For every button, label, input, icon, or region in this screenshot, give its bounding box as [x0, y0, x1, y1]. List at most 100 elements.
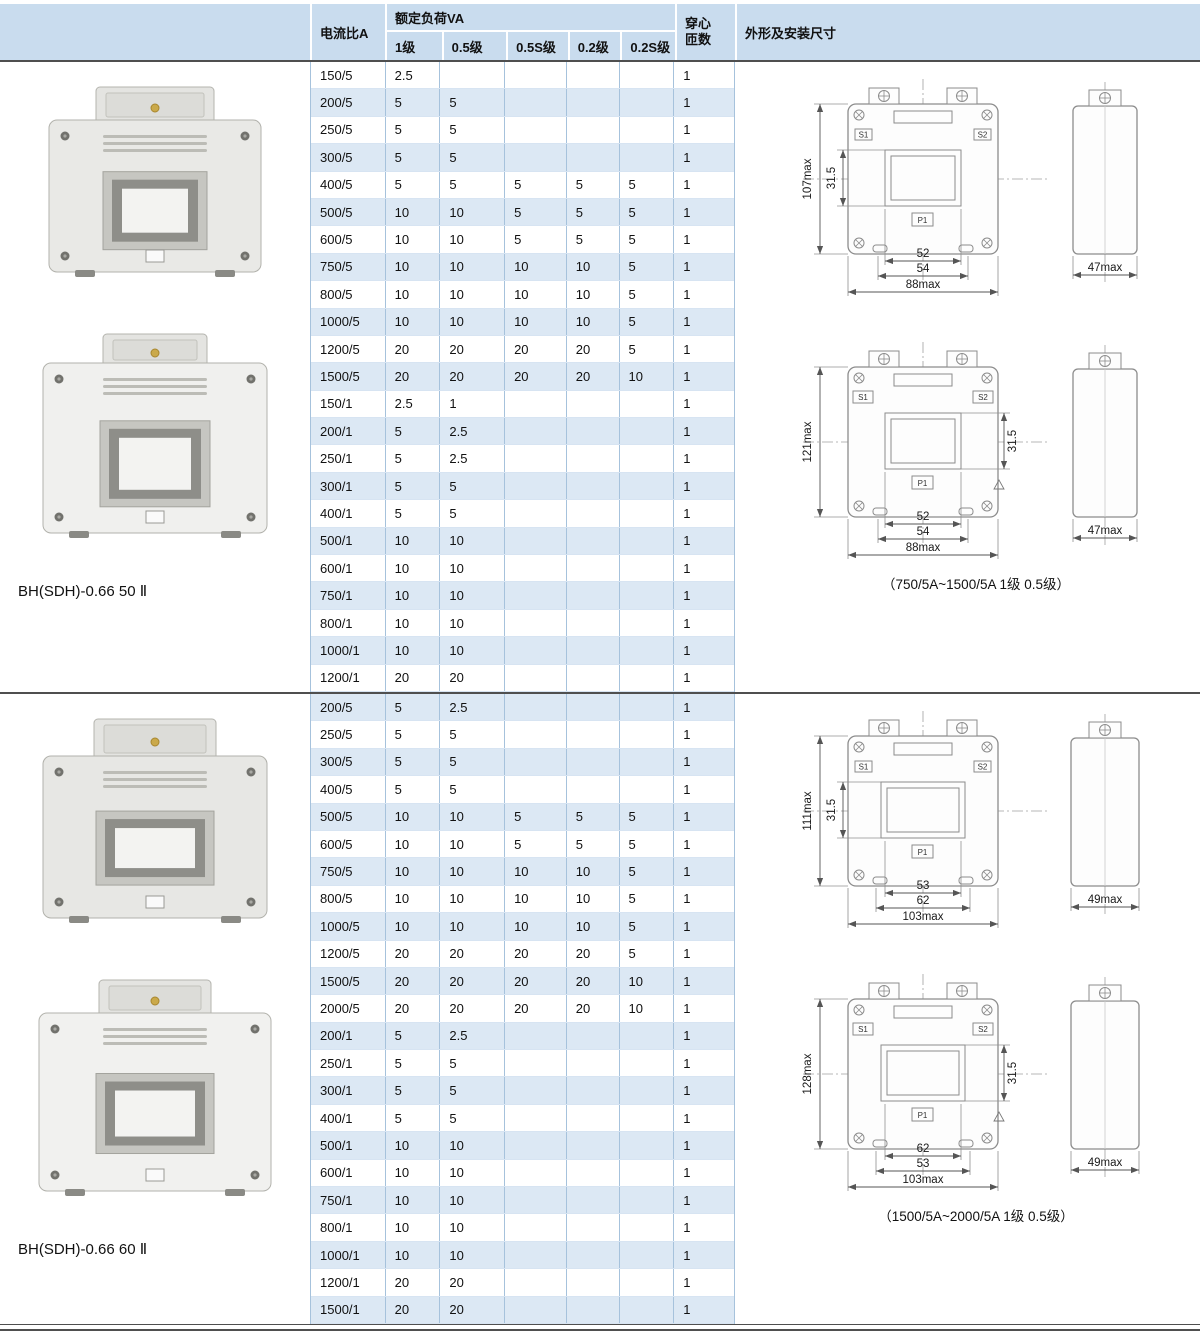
va-05-cell: 5	[440, 1104, 506, 1132]
va-02-cell	[567, 418, 620, 445]
va-02s-cell: 5	[620, 198, 675, 226]
va-1-cell: 10	[386, 527, 441, 555]
va-02s-cell: 5	[620, 308, 675, 335]
va-1-cell: 10	[386, 1241, 441, 1269]
va-02-cell: 5	[567, 803, 620, 830]
va-02s-cell	[620, 445, 675, 472]
va-02s-cell: 5	[620, 281, 675, 308]
va-02-cell	[567, 1241, 620, 1269]
va-1-cell: 5	[386, 445, 441, 472]
dim-height-label: 107max	[802, 158, 814, 199]
va-02s-cell	[620, 1022, 675, 1050]
va-05s-cell	[505, 1022, 567, 1050]
ratio-cell: 800/1	[311, 1214, 386, 1241]
ratio-cell: 200/1	[311, 418, 386, 445]
turns-cell: 1	[683, 1110, 691, 1126]
va-05s-cell	[505, 390, 567, 418]
va-1-cell: 20	[386, 363, 441, 390]
va-1-cell: 2.5	[386, 62, 441, 89]
va-05s-cell	[505, 472, 567, 500]
va-05s-cell	[505, 1077, 567, 1104]
turns-cell: 1	[683, 1192, 691, 1208]
va-05s-cell: 5	[505, 803, 567, 830]
dim-mid-label: 53	[916, 1158, 929, 1170]
va-02-cell	[567, 582, 620, 609]
terminal-p1-label: P1	[917, 216, 927, 225]
va-02-cell	[567, 116, 620, 144]
va-02s-cell: 5	[620, 940, 675, 967]
va-05s-cell	[505, 1104, 567, 1132]
va-05-cell: 20	[440, 335, 506, 363]
ratio-cell: 1500/5	[311, 967, 386, 995]
dim-outer-label: 88max	[905, 542, 940, 554]
dim-inner-label: 52	[916, 248, 929, 260]
va-05-cell: 20	[440, 1296, 506, 1323]
va-05s-cell	[505, 555, 567, 582]
dim-mid-label: 54	[916, 526, 929, 538]
va-02s-cell: 10	[620, 995, 675, 1022]
table-header: 电流比A 额定负荷VA 1级 0.5级 0.5S级 0.2级 0.2S级 穿心 …	[0, 4, 1200, 60]
ratio-cell: 600/1	[311, 1159, 386, 1187]
va-02s-cell	[620, 748, 675, 776]
va-05-cell: 10	[440, 555, 506, 582]
ratio-cell: 200/1	[311, 1022, 386, 1050]
va-02-cell	[567, 1104, 620, 1132]
product-photo	[48, 86, 262, 277]
turns-cell: 1	[683, 1274, 691, 1290]
va-05s-cell	[505, 1159, 567, 1187]
ratio-cell: 500/5	[311, 198, 386, 226]
dim-window-height-label: 31.5	[1007, 1062, 1019, 1084]
turns-cell: 1	[683, 946, 691, 962]
va-05-cell	[440, 62, 506, 89]
va-02-cell: 20	[567, 967, 620, 995]
turns-cell: 1	[683, 423, 691, 439]
va-05-cell: 10	[440, 885, 506, 913]
va-05s-cell	[505, 1214, 567, 1241]
va-02s-cell	[620, 1187, 675, 1214]
dim-window-height-label: 31.5	[1007, 430, 1019, 452]
ratio-cell: 600/5	[311, 226, 386, 253]
dim-side-width-label: 47max	[1087, 262, 1122, 274]
va-1-cell: 10	[386, 582, 441, 609]
va-02-cell: 20	[567, 995, 620, 1022]
header-current-ratio: 电流比A	[310, 4, 385, 60]
va-05s-cell	[505, 418, 567, 445]
header-rated-load-group: 额定负荷VA 1级 0.5级 0.5S级 0.2级 0.2S级	[385, 4, 675, 60]
va-02s-cell: 10	[620, 363, 675, 390]
va-02-cell: 20	[567, 363, 620, 390]
ratio-cell: 1200/1	[311, 1269, 386, 1296]
va-05-cell: 20	[440, 967, 506, 995]
va-05-cell: 10	[440, 1214, 506, 1241]
va-05-cell: 10	[440, 198, 506, 226]
va-05-cell: 2.5	[440, 418, 506, 445]
va-05s-cell: 10	[505, 913, 567, 940]
terminal-p1-label: P1	[917, 479, 927, 488]
va-02-cell	[567, 721, 620, 748]
terminal-s2-label: S2	[978, 1025, 988, 1034]
va-05-cell: 5	[440, 748, 506, 776]
va-02s-cell: 5	[620, 171, 675, 198]
va-1-cell: 10	[386, 885, 441, 913]
va-05-cell: 5	[440, 89, 506, 116]
header-grade-05s: 0.5S级	[506, 32, 568, 60]
va-05-cell: 10	[440, 1159, 506, 1187]
drawing-caption: （750/5A~1500/5A 1级 0.5级）	[882, 577, 1070, 592]
va-05s-cell: 20	[505, 363, 567, 390]
va-1-cell: 10	[386, 281, 441, 308]
va-1-cell: 10	[386, 913, 441, 940]
va-02-cell	[567, 1296, 620, 1323]
va-05-cell: 5	[440, 144, 506, 171]
ratio-cell: 400/5	[311, 171, 386, 198]
